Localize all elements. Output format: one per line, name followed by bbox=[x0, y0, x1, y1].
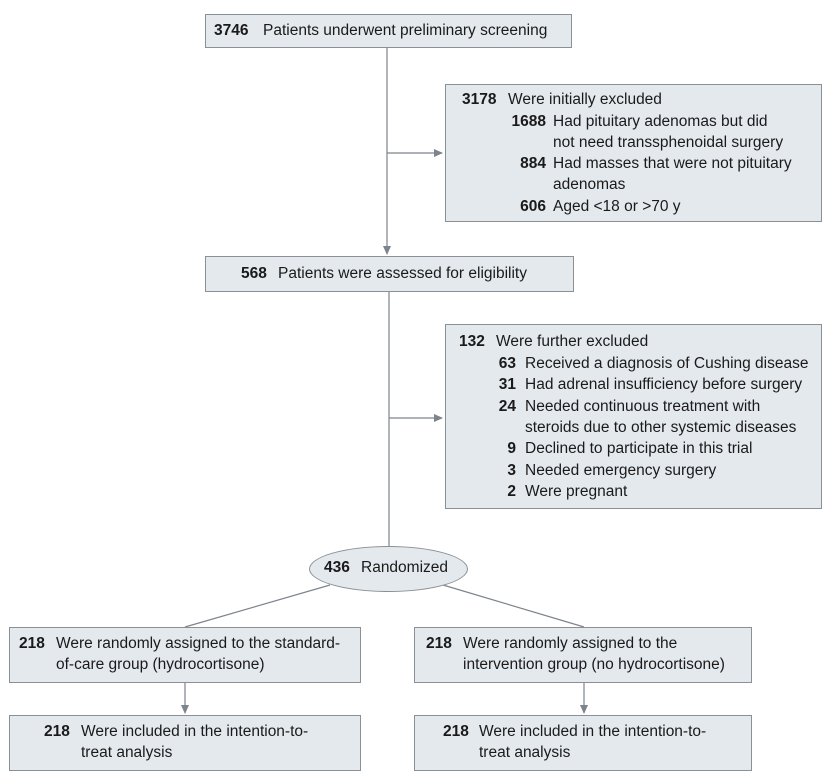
eligibility-box: 568 Patients were assessed for eligibili… bbox=[205, 256, 574, 292]
randomized-node: 436 Randomized bbox=[309, 546, 468, 592]
intervention-group-box: 218 Were randomly assigned to the interv… bbox=[414, 627, 752, 683]
exclusion-item-text: Had masses that were not pituitary bbox=[553, 155, 792, 172]
exclusion-item-count: 1688 bbox=[511, 113, 546, 130]
initial-exclusion-count: 3178 bbox=[462, 91, 497, 108]
intervention-analysis-text: treat analysis bbox=[479, 744, 571, 761]
exclusion-item-text: Received a diagnosis of Cushing disease bbox=[525, 355, 809, 372]
further-exclusion-count: 132 bbox=[459, 333, 485, 350]
initial-exclusion-label: Were initially excluded bbox=[508, 91, 662, 108]
intervention-group-count: 218 bbox=[426, 635, 452, 652]
exclusion-item-text: Declined to participate in this trial bbox=[525, 440, 753, 457]
intervention-group-text: intervention group (no hydrocortisone) bbox=[463, 656, 725, 673]
intervention-analysis-count: 218 bbox=[443, 723, 469, 740]
standard-analysis-count: 218 bbox=[44, 723, 70, 740]
exclusion-item-count: 63 bbox=[498, 355, 516, 372]
exclusion-item-text: Aged <18 or >70 y bbox=[553, 198, 681, 215]
randomized-label: Randomized bbox=[361, 559, 449, 576]
randomized-count: 436 bbox=[324, 559, 350, 576]
screening-count: 3746 bbox=[214, 22, 249, 39]
intervention-analysis-box: 218 Were included in the intention-to- t… bbox=[414, 715, 752, 771]
screening-box: 3746 Patients underwent preliminary scre… bbox=[205, 14, 572, 48]
exclusion-item-text: Needed continuous treatment with bbox=[525, 398, 761, 415]
standard-group-text: of-care group (hydrocortisone) bbox=[56, 656, 265, 673]
further-exclusion-box: 132 Were further excluded 63 Received a … bbox=[445, 324, 822, 509]
standard-analysis-box: 218 Were included in the intention-to- t… bbox=[9, 715, 361, 771]
exclusion-item-text: Were pregnant bbox=[525, 483, 628, 500]
eligibility-label: Patients were assessed for eligibility bbox=[278, 265, 527, 282]
exclusion-item-count: 31 bbox=[498, 376, 516, 393]
exclusion-item-count: 2 bbox=[507, 483, 516, 500]
exclusion-item-count: 24 bbox=[498, 398, 516, 415]
exclusion-item-text: not need transsphenoidal surgery bbox=[553, 134, 784, 151]
exclusion-item-count: 606 bbox=[520, 198, 546, 215]
exclusion-item-text: Needed emergency surgery bbox=[525, 462, 717, 479]
exclusion-item-text: Had adrenal insufficiency before surgery bbox=[525, 376, 803, 393]
further-exclusion-label: Were further excluded bbox=[496, 333, 649, 350]
standard-group-count: 218 bbox=[19, 635, 45, 652]
connector-randomized-to-intervention bbox=[442, 584, 585, 628]
connector-randomized-to-standard bbox=[184, 584, 331, 628]
eligibility-count: 568 bbox=[241, 265, 267, 282]
exclusion-item-count: 9 bbox=[507, 440, 516, 457]
initial-exclusion-box: 3178 Were initially excluded 1688 Had pi… bbox=[445, 84, 822, 222]
standard-group-box: 218 Were randomly assigned to the standa… bbox=[9, 627, 361, 683]
standard-group-text: Were randomly assigned to the standard- bbox=[56, 635, 341, 652]
exclusion-item-count: 884 bbox=[520, 155, 546, 172]
intervention-group-text: Were randomly assigned to the bbox=[463, 635, 678, 652]
screening-label: Patients underwent preliminary screening bbox=[263, 22, 548, 39]
exclusion-item-text: Had pituitary adenomas but did bbox=[553, 113, 768, 130]
exclusion-item-text: adenomas bbox=[553, 176, 626, 193]
standard-analysis-text: treat analysis bbox=[81, 744, 173, 761]
standard-analysis-text: Were included in the intention-to- bbox=[81, 723, 309, 740]
exclusion-item-count: 3 bbox=[507, 462, 516, 479]
exclusion-item-text: steroids due to other systemic diseases bbox=[525, 419, 797, 436]
intervention-analysis-text: Were included in the intention-to- bbox=[479, 723, 707, 740]
